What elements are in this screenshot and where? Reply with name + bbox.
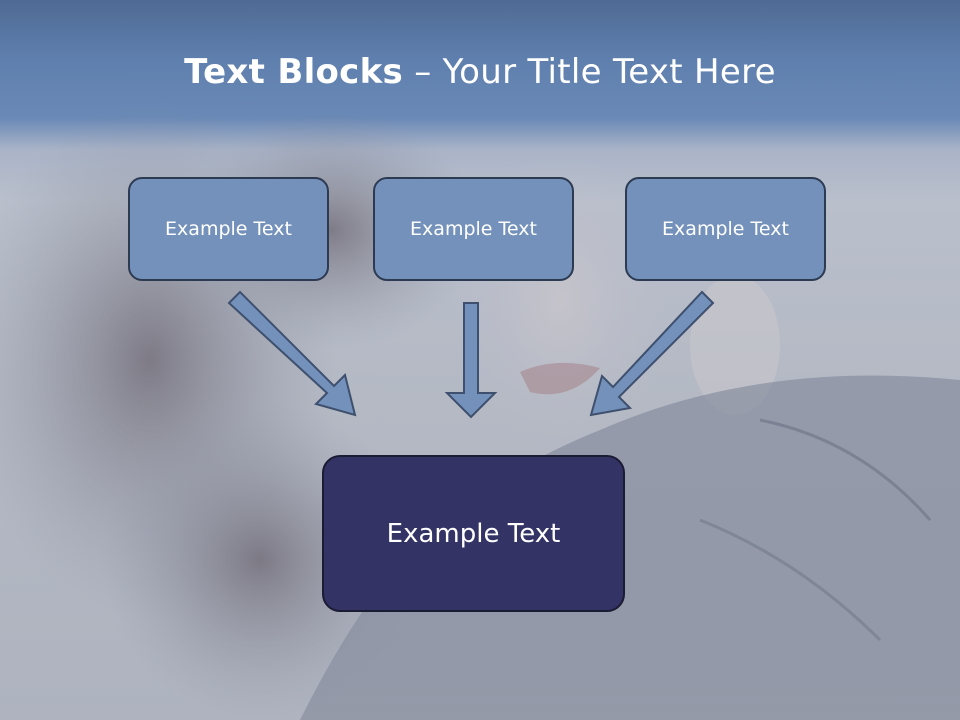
text-block-1-label: Example Text [165, 218, 292, 240]
text-block-3-label: Example Text [662, 218, 789, 240]
main-text-block-label: Example Text [386, 518, 561, 549]
arrow-right [589, 290, 715, 417]
text-block-1[interactable]: Example Text [128, 177, 329, 281]
title-rest: Your Title Text Here [442, 52, 776, 92]
text-block-3[interactable]: Example Text [625, 177, 826, 281]
arrow-center [444, 302, 498, 419]
arrow-left [227, 290, 357, 417]
slide-title: Text Blocks – Your Title Text Here [0, 52, 960, 92]
title-dash: – [403, 52, 443, 92]
title-bold: Text Blocks [184, 52, 404, 92]
text-block-2[interactable]: Example Text [373, 177, 574, 281]
main-text-block[interactable]: Example Text [322, 455, 625, 612]
text-block-2-label: Example Text [410, 218, 537, 240]
